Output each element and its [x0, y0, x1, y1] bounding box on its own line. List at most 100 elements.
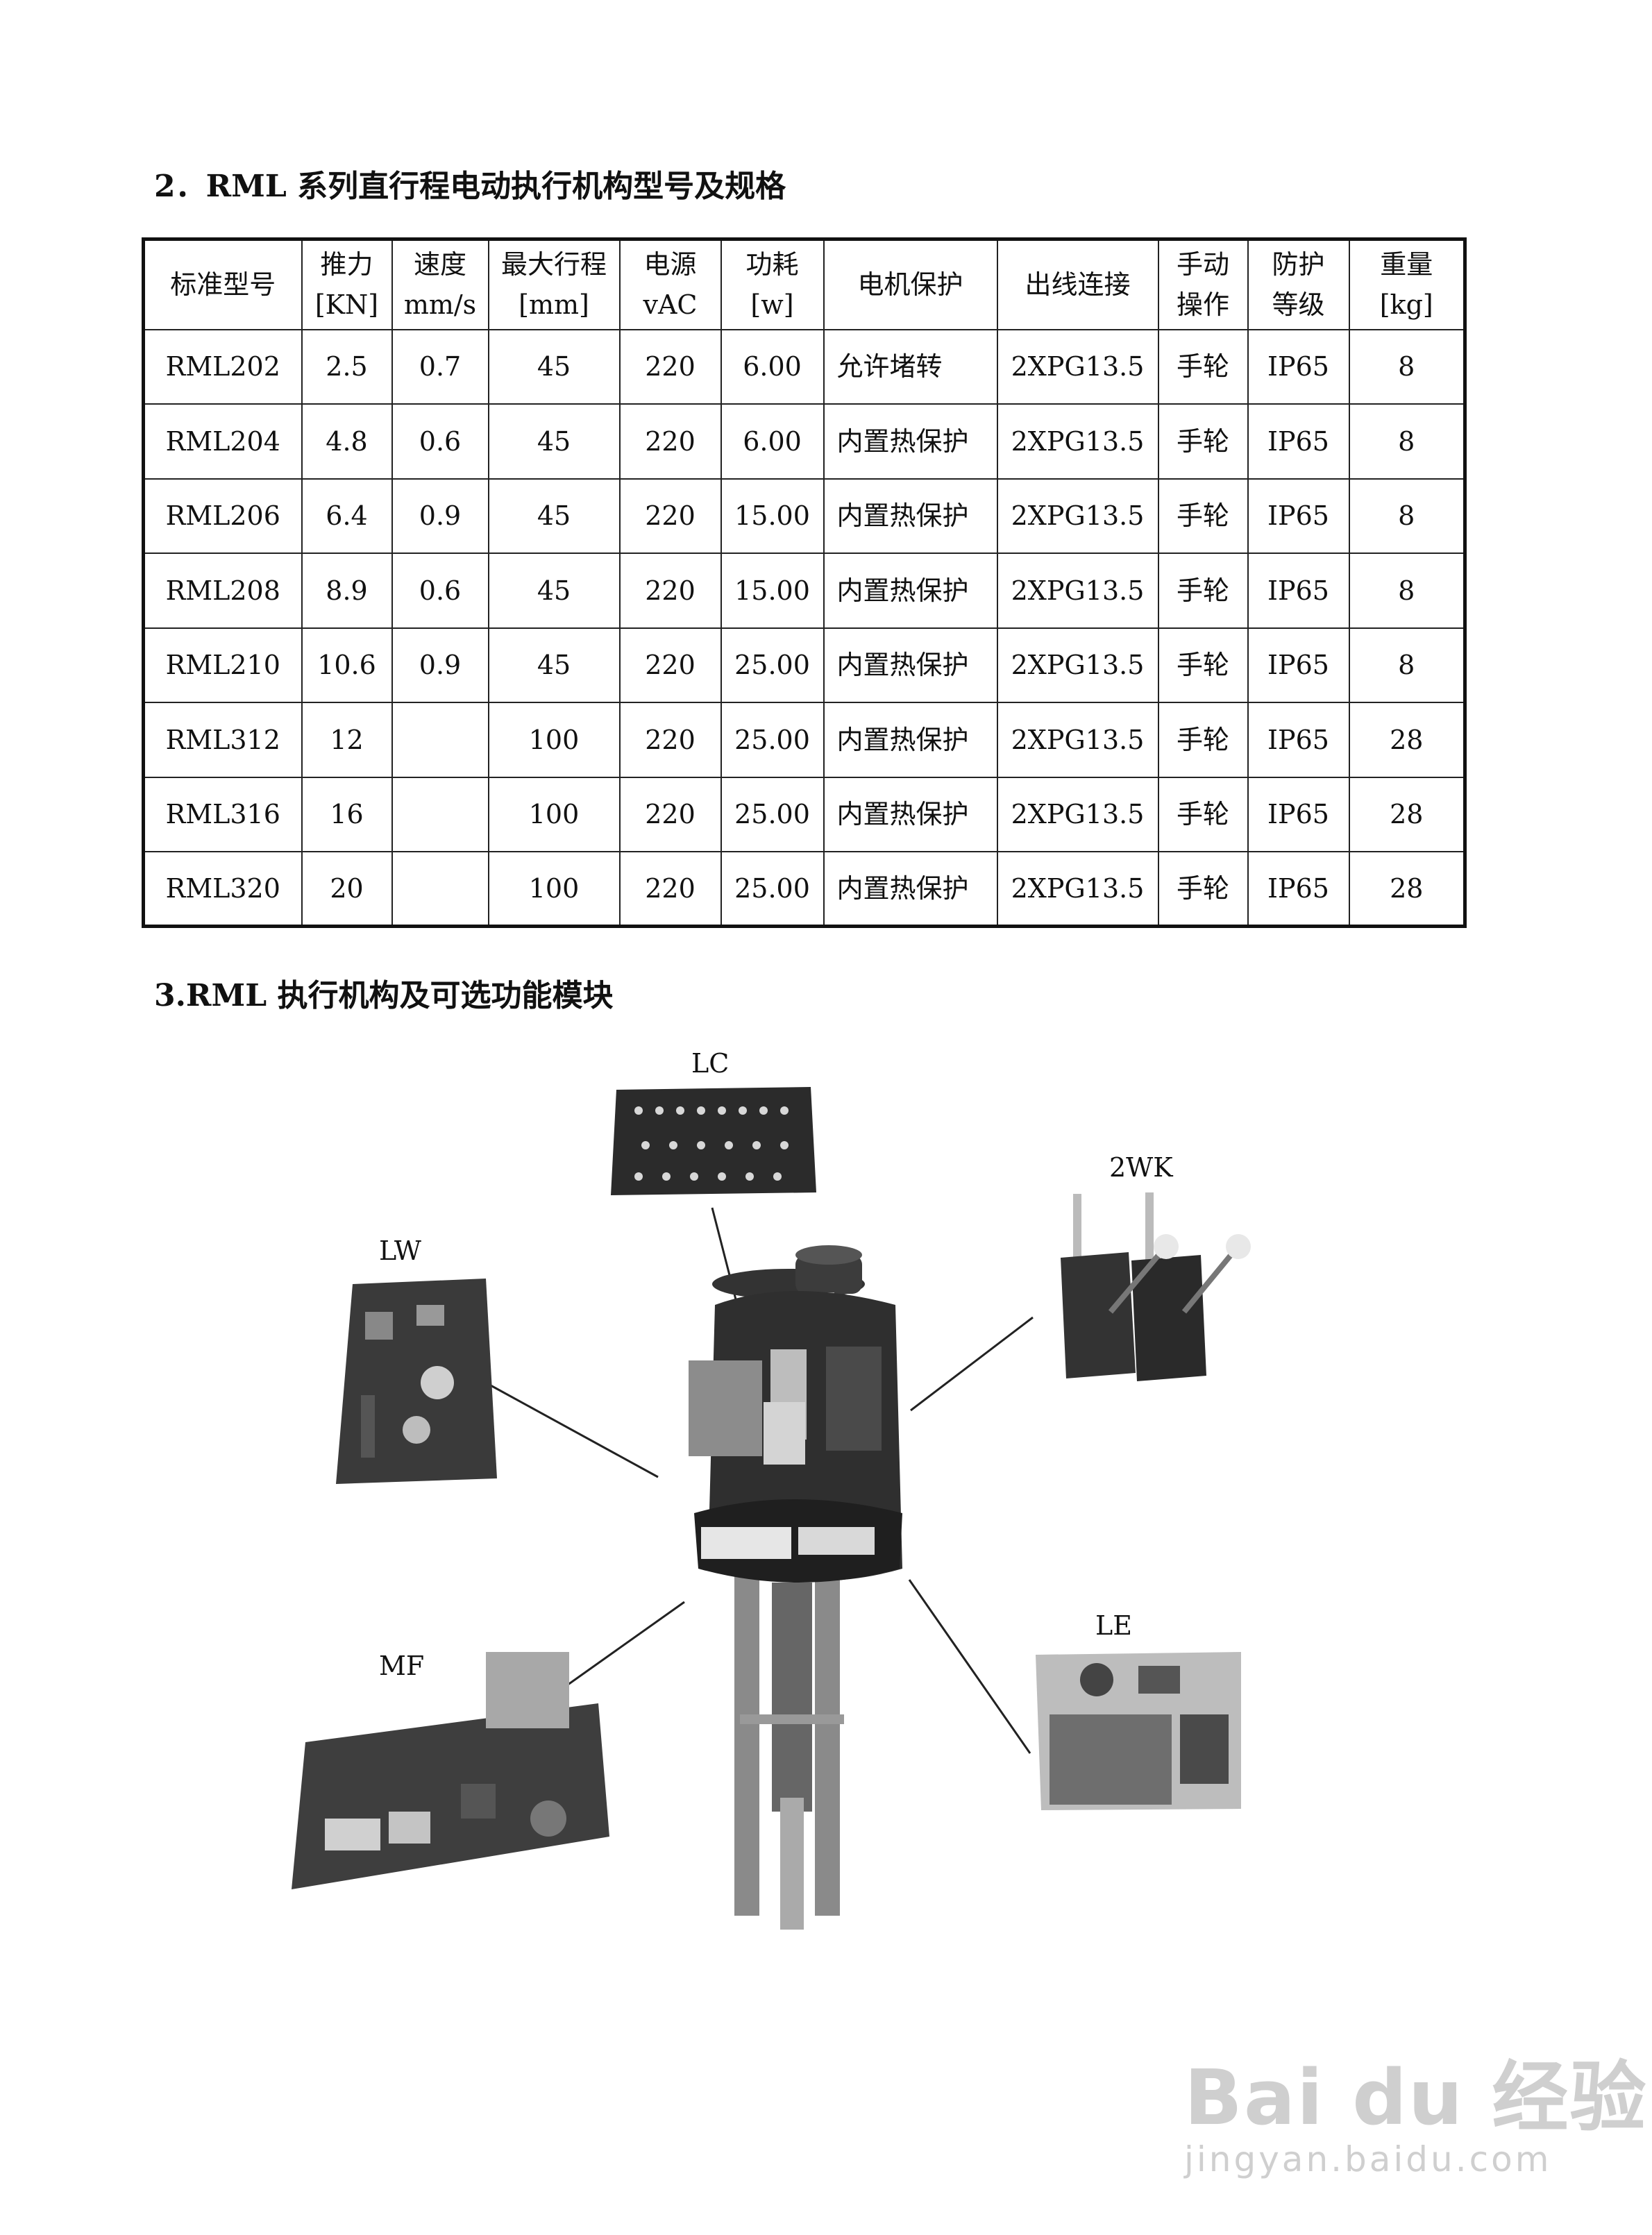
table-cell: [391, 776, 489, 852]
le-board-image: [1036, 1652, 1241, 1810]
table-cell: 0.7: [391, 328, 489, 405]
table-cell: 12: [301, 702, 393, 778]
table-cell: 内置热保护: [823, 627, 998, 703]
table-cell: 45: [487, 478, 621, 554]
table-cell: 2.5: [301, 328, 393, 405]
lc-board-image: [611, 1087, 816, 1195]
table-cell: 45: [487, 328, 621, 405]
table-cell: IP65: [1247, 702, 1350, 778]
table-cell: RML202: [142, 328, 303, 405]
table-cell: RML206: [142, 478, 303, 554]
table-cell: 220: [618, 702, 722, 778]
label-mf: MF: [379, 1651, 425, 1681]
table-cell: 0.6: [391, 553, 489, 629]
header-line1: 出线连接: [1025, 269, 1131, 301]
line-le: [908, 1579, 1031, 1754]
table-cell: IP65: [1247, 328, 1350, 405]
label-lw: LW: [379, 1235, 421, 1266]
table-cell: 28: [1348, 851, 1466, 927]
label-2wk: 2WK: [1109, 1152, 1173, 1183]
table-cell: 8: [1348, 553, 1466, 629]
watermark-url: jingyan.baidu.com: [1184, 2139, 1552, 2179]
header-line2: 等级: [1272, 289, 1325, 321]
table-cell: 2XPG13.5: [996, 851, 1159, 927]
header-line1: 功耗: [745, 249, 799, 280]
table-cell: 手轮: [1157, 403, 1249, 480]
header-line1: 电机保护: [857, 269, 963, 301]
table-cell: IP65: [1247, 627, 1350, 703]
table-cell: 220: [618, 627, 722, 703]
table-cell: 8: [1348, 478, 1466, 554]
header-line2: [kg]: [1379, 289, 1433, 321]
table-cell: 手轮: [1157, 328, 1249, 405]
table-cell: 手轮: [1157, 851, 1249, 927]
table-cell: 内置热保护: [823, 553, 998, 629]
header-line1: 重量: [1380, 249, 1433, 280]
header-line1: 速度: [413, 249, 466, 280]
table-cell: 45: [487, 403, 621, 480]
table-cell: 28: [1348, 776, 1466, 852]
table-cell: 45: [487, 553, 621, 629]
table-cell: 25.00: [720, 851, 825, 927]
line-lw: [482, 1380, 659, 1478]
table-cell: 100: [487, 702, 621, 778]
table-cell: 220: [618, 403, 722, 480]
table-cell: 6.00: [720, 328, 825, 405]
table-cell: 内置热保护: [823, 478, 998, 554]
table-cell: 内置热保护: [823, 776, 998, 852]
table-cell: 手轮: [1157, 776, 1249, 852]
table-cell: RML320: [142, 851, 303, 927]
table-cell: RML204: [142, 403, 303, 480]
header-line2: [KN]: [314, 289, 379, 321]
header-cell: 重量 [kg]: [1348, 238, 1466, 330]
table-cell: 20: [301, 851, 393, 927]
table-cell: [391, 702, 489, 778]
table-cell: 220: [618, 553, 722, 629]
table-cell: 2XPG13.5: [996, 627, 1159, 703]
table-cell: 内置热保护: [823, 702, 998, 778]
table-cell: 允许堵转: [823, 328, 998, 405]
table-cell: 100: [487, 851, 621, 927]
header-cell: 推力 [KN]: [301, 238, 393, 330]
table-cell: RML316: [142, 776, 303, 852]
table-cell: 6.4: [301, 478, 393, 554]
header-line1: 电源: [643, 249, 697, 280]
header-line2: [mm]: [519, 289, 589, 321]
table-cell: 6.00: [720, 403, 825, 480]
line-2wk: [910, 1316, 1034, 1412]
table-cell: 手轮: [1157, 702, 1249, 778]
header-cell: 出线连接: [996, 238, 1159, 330]
header-line1: 标准型号: [170, 269, 276, 301]
table-cell: IP65: [1247, 553, 1350, 629]
table-cell: 220: [618, 776, 722, 852]
table-cell: 2XPG13.5: [996, 478, 1159, 554]
header-line1: 推力: [320, 249, 373, 280]
header-line2: vAC: [643, 289, 698, 321]
table-cell: 手轮: [1157, 478, 1249, 554]
table-cell: 2XPG13.5: [996, 702, 1159, 778]
table-cell: 0.6: [391, 403, 489, 480]
table-cell: 8: [1348, 403, 1466, 480]
table-cell: 25.00: [720, 776, 825, 852]
section2-title: 2．RML 系列直行程电动执行机构型号及规格: [154, 169, 786, 204]
table-cell: 2XPG13.5: [996, 553, 1159, 629]
table-cell: IP65: [1247, 776, 1350, 852]
table-cell: 220: [618, 851, 722, 927]
header-cell: 标准型号: [142, 238, 303, 330]
table-cell: 220: [618, 478, 722, 554]
table-cell: 内置热保护: [823, 851, 998, 927]
table-cell: RML210: [142, 627, 303, 703]
table-cell: 16: [301, 776, 393, 852]
label-le: LE: [1095, 1610, 1132, 1641]
table-cell: 25.00: [720, 627, 825, 703]
table-cell: 25.00: [720, 702, 825, 778]
header-cell: 防护等级: [1247, 238, 1350, 330]
